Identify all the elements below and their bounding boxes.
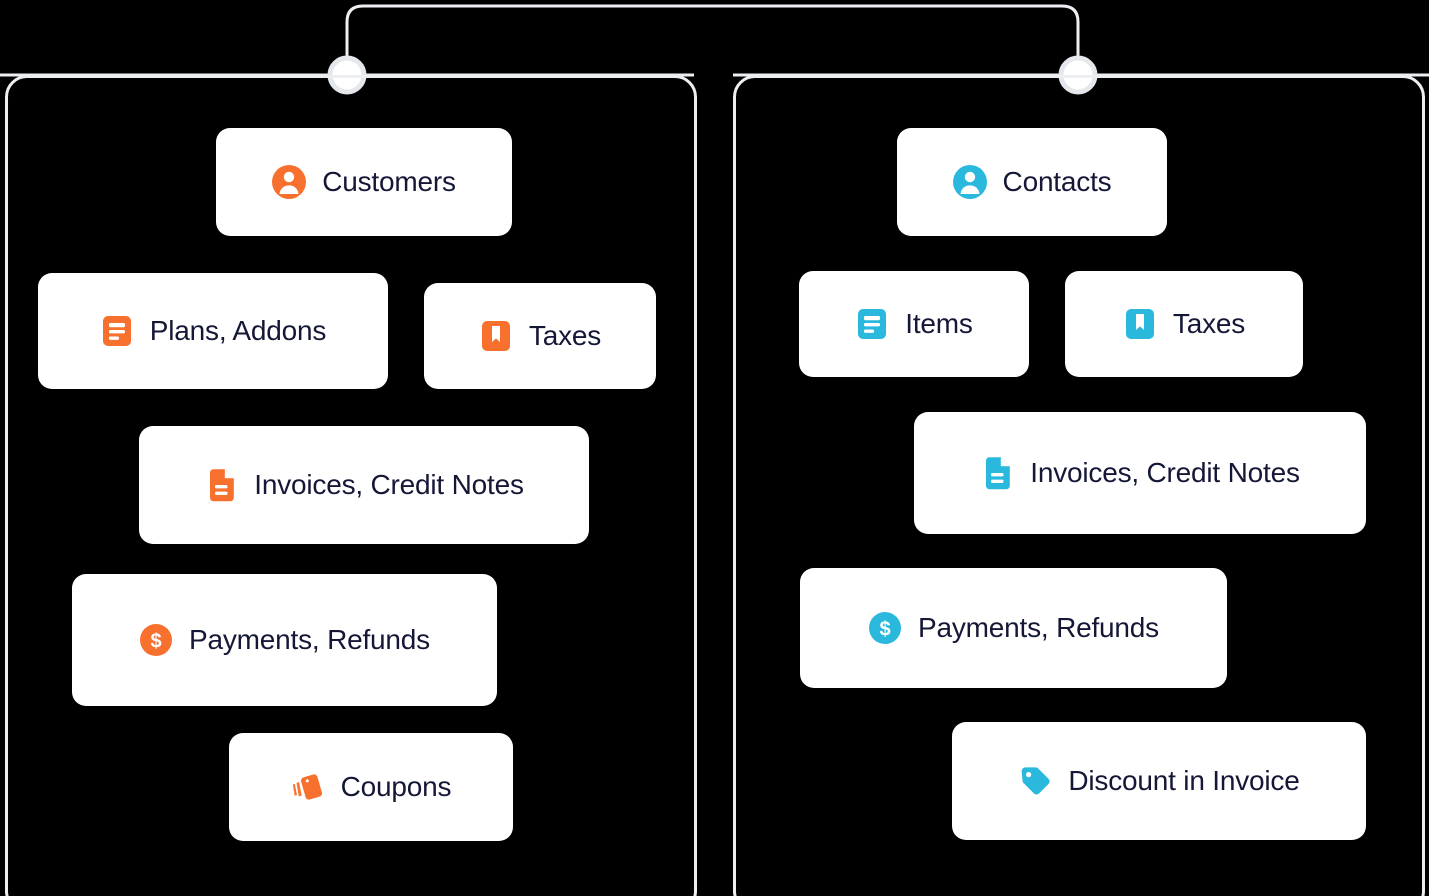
card-label: Contacts <box>1002 166 1112 197</box>
list-document-icon <box>102 316 131 346</box>
card-customers[interactable]: Customers <box>216 128 512 236</box>
card-label: Discount in Invoice <box>1068 765 1300 796</box>
user-circle-icon <box>272 165 307 199</box>
card-label: Customers <box>322 166 456 197</box>
bookmark-icon <box>1125 309 1154 339</box>
card-label: Coupons <box>340 771 452 802</box>
card-invoices-credit-notes-right[interactable]: Invoices, Credit Notes <box>914 412 1366 534</box>
svg-text:$: $ <box>879 619 890 641</box>
card-contacts[interactable]: Contacts <box>897 128 1167 236</box>
card-coupons[interactable]: Coupons <box>229 733 513 841</box>
card-plans-addons[interactable]: Plans, Addons <box>38 273 388 389</box>
card-label: Taxes <box>528 320 602 351</box>
coupon-ticket-icon <box>292 774 322 800</box>
card-payments-refunds-left[interactable]: $ Payments, Refunds <box>72 574 497 706</box>
bookmark-icon <box>481 321 510 351</box>
card-taxes-left[interactable]: Taxes <box>424 283 656 389</box>
dollar-circle-icon: $ <box>869 612 902 644</box>
file-document-icon <box>986 457 1011 490</box>
card-payments-refunds-right[interactable]: $ Payments, Refunds <box>800 568 1227 688</box>
panel-left-billing <box>5 75 697 896</box>
card-label: Taxes <box>1172 308 1246 339</box>
svg-text:$: $ <box>150 631 161 653</box>
card-label: Plans, Addons <box>149 315 327 346</box>
price-tag-icon <box>1021 767 1051 795</box>
card-invoices-credit-notes-left[interactable]: Invoices, Credit Notes <box>139 426 589 544</box>
user-circle-icon <box>952 165 987 199</box>
card-label: Payments, Refunds <box>189 624 430 655</box>
card-items[interactable]: Items <box>799 271 1029 377</box>
panel-right-invoicing <box>733 75 1425 896</box>
dollar-circle-icon: $ <box>140 624 173 656</box>
card-label: Invoices, Credit Notes <box>254 469 524 500</box>
card-discount-in-invoice[interactable]: Discount in Invoice <box>952 722 1366 840</box>
card-taxes-right[interactable]: Taxes <box>1065 271 1303 377</box>
connector-top-bridge <box>345 4 1080 75</box>
card-label: Invoices, Credit Notes <box>1030 457 1300 488</box>
list-document-icon <box>858 309 887 339</box>
card-label: Payments, Refunds <box>918 612 1159 643</box>
card-label: Items <box>905 308 973 339</box>
file-document-icon <box>210 469 235 502</box>
